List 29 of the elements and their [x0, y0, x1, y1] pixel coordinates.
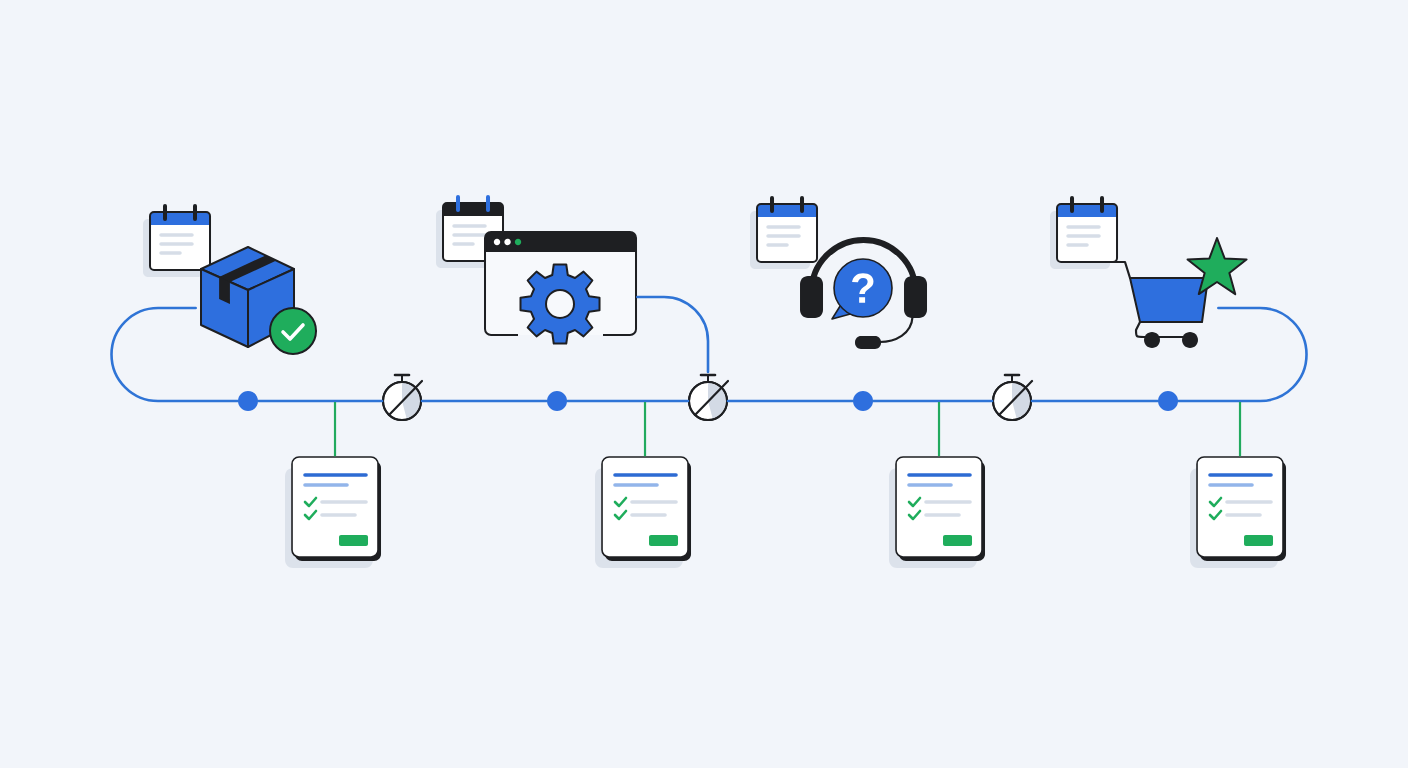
timeline-line [726, 399, 854, 403]
checklist-card [1190, 456, 1286, 568]
timeline-dot [238, 391, 258, 411]
checklist-card [595, 456, 691, 568]
gear-window-icon [484, 231, 637, 345]
timeline-dot [1158, 391, 1178, 411]
checklist-card [889, 456, 985, 568]
speech-bubble: ? [831, 258, 893, 320]
stopwatch-icon [992, 373, 1034, 421]
timeline-line [566, 399, 690, 403]
connector-line [636, 295, 710, 374]
timeline-line [1030, 399, 1159, 403]
timeline-line [872, 399, 994, 403]
headset-icon [800, 237, 927, 349]
timeline-line [420, 399, 548, 403]
timeline-line [257, 399, 384, 403]
leader-line [937, 402, 941, 457]
leader-line [643, 402, 647, 457]
checklist-card [285, 456, 381, 568]
stopwatch-icon [382, 373, 424, 421]
timeline-line [110, 306, 239, 403]
leader-line [333, 402, 337, 457]
timeline-line [1177, 306, 1308, 403]
timeline-dot [547, 391, 567, 411]
stopwatch-icon [688, 373, 730, 421]
package-icon [200, 246, 317, 355]
cart-star-icon [1105, 237, 1248, 348]
leader-line [1238, 402, 1242, 457]
timeline-dot [853, 391, 873, 411]
